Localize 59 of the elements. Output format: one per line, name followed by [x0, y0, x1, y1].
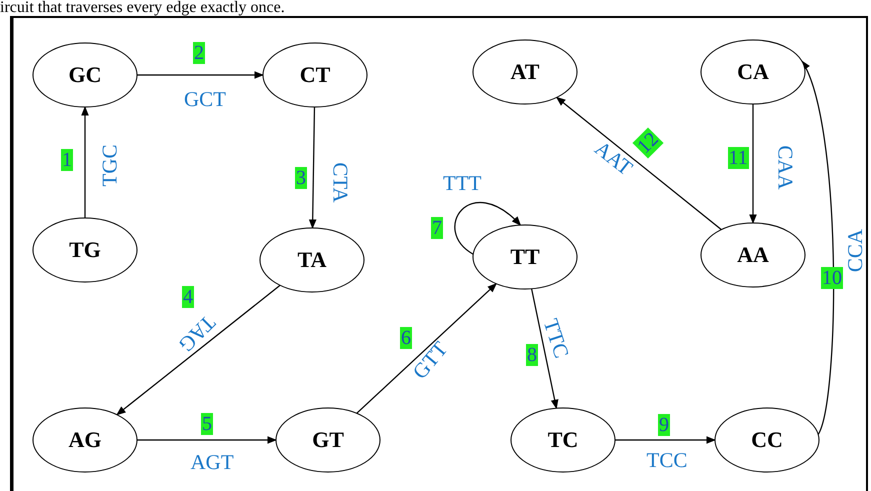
node-label: TG — [69, 237, 101, 263]
step-number: 8 — [526, 344, 538, 366]
node-label: TT — [510, 244, 540, 270]
node-label: CC — [751, 427, 783, 453]
arrow — [137, 436, 277, 444]
step-number: 2 — [193, 42, 205, 64]
step-number: 12 — [632, 127, 664, 159]
arrow — [531, 288, 558, 410]
node-ellipse — [472, 39, 578, 105]
node-label: AG — [68, 427, 102, 453]
node-ellipse — [700, 222, 806, 288]
arrow — [749, 104, 757, 224]
node-ellipse — [714, 407, 820, 473]
arrow — [116, 284, 280, 416]
node-label: CT — [300, 62, 330, 88]
node-label: AA — [737, 242, 769, 268]
node-ellipse — [510, 407, 616, 473]
node-label: TA — [298, 247, 326, 273]
edge-label: TAG — [174, 310, 218, 356]
node-label: AT — [510, 59, 540, 85]
node-label: GC — [68, 62, 102, 88]
arrow — [137, 71, 264, 79]
step-number: 7 — [431, 217, 443, 239]
edge-label: GCT — [184, 88, 226, 110]
edge-label: CAA — [774, 144, 796, 190]
step-number: 1 — [61, 149, 73, 171]
edge-label: AGT — [190, 452, 234, 472]
step-number: 5 — [201, 413, 213, 435]
node-ellipse — [275, 407, 381, 473]
edge-label: CCA — [844, 228, 866, 272]
edge-label: CTA — [330, 162, 351, 202]
node-label: TC — [548, 427, 578, 453]
caption-text: ircuit that traverses every edge exactly once. — [0, 0, 285, 16]
arrow — [308, 106, 316, 229]
node-ellipse — [259, 227, 365, 293]
edge-label: TCC — [646, 450, 688, 470]
node-ellipse — [32, 42, 138, 108]
arrow — [556, 96, 722, 230]
node-label: CA — [737, 59, 769, 85]
node-ellipse — [472, 224, 578, 290]
arrow — [356, 283, 497, 414]
step-number: 11 — [728, 147, 749, 169]
edge-label: TTT — [443, 172, 482, 194]
step-number: 3 — [295, 167, 307, 189]
node-ellipse — [262, 42, 368, 108]
node-label: GT — [312, 427, 344, 453]
node-ellipse — [32, 217, 138, 283]
edge-label: TGC — [100, 144, 120, 186]
arrow — [801, 60, 834, 435]
edge-label: TTC — [540, 316, 572, 360]
arrow — [81, 106, 89, 218]
node-ellipse — [700, 39, 806, 105]
step-number: 4 — [182, 286, 194, 308]
step-number: 9 — [658, 414, 670, 436]
step-number: 10 — [821, 267, 843, 289]
step-number: 6 — [400, 327, 412, 349]
arrow — [615, 436, 716, 444]
arrow — [454, 202, 522, 255]
node-ellipse — [32, 407, 138, 473]
